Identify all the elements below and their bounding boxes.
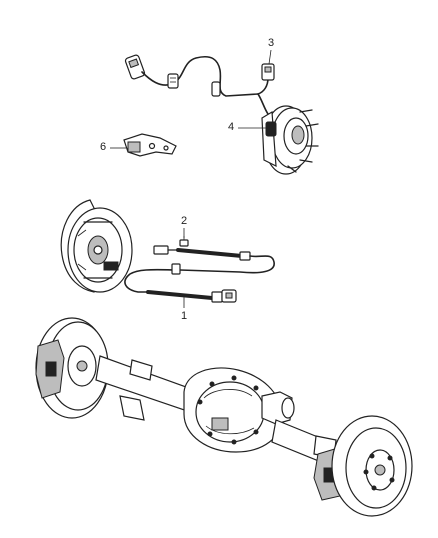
hub-bearing-part-4 [261, 105, 319, 175]
leader-line-3 [268, 49, 272, 65]
rear-axle-assembly [35, 317, 413, 517]
wiring-harness-part-3 [124, 54, 275, 131]
callout-1: 1 [181, 310, 188, 322]
callout-6: 6 [100, 141, 107, 153]
fitting-part-2 [179, 236, 189, 247]
callout-4: 4 [228, 121, 235, 133]
callout-2: 2 [181, 215, 188, 227]
backing-plate [60, 199, 133, 293]
callout-3: 3 [268, 37, 275, 49]
brake-cable-part-1 [124, 245, 275, 303]
sensor-bracket-part-6 [123, 133, 177, 157]
